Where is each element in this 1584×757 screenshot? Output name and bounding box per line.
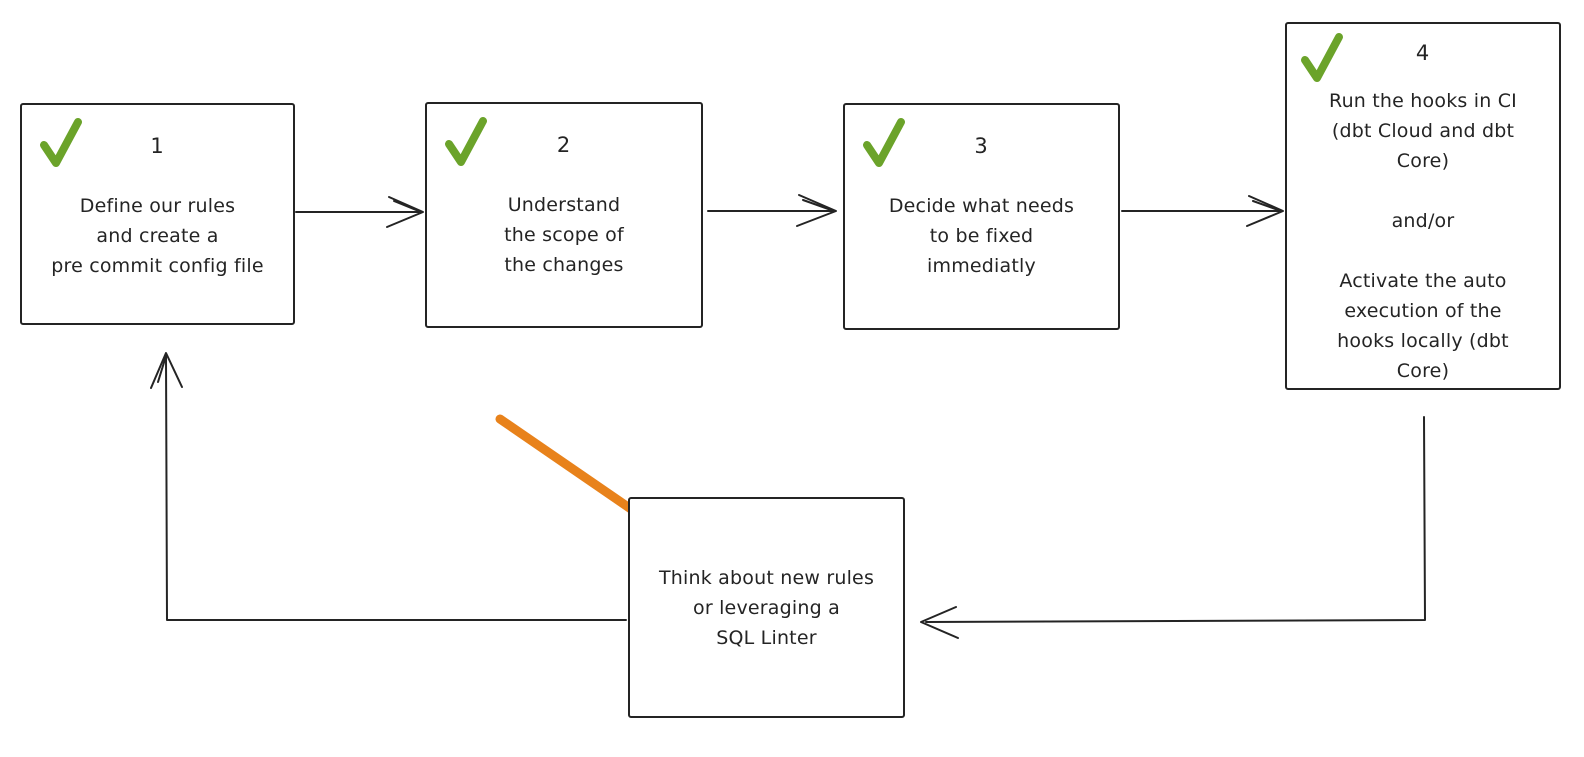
flow-step-review: Think about new rules or leveraging a SQ… — [628, 497, 905, 718]
arrow-step1-to-step2 — [295, 196, 424, 228]
flow-step-3: 3 Decide what needs to be fixed immediat… — [843, 103, 1120, 330]
check-icon — [40, 118, 82, 167]
step-number: 1 — [150, 134, 165, 158]
step-number: 3 — [974, 134, 989, 158]
arrow-step3-to-step4 — [1121, 195, 1284, 227]
flow-step-1: 1 Define our rules and create a pre comm… — [20, 103, 295, 325]
step-text: Run the hooks in CI (dbt Cloud and dbt C… — [1329, 90, 1517, 382]
check-icon — [863, 118, 905, 167]
step-text: Think about new rules or leveraging a SQ… — [658, 566, 875, 649]
arrow-review-to-step1 — [150, 352, 627, 621]
check-icon — [1301, 33, 1343, 82]
step-text: Understand the scope of the changes — [504, 194, 624, 276]
step-number: 4 — [1415, 41, 1431, 65]
arrow-step2-to-step3 — [707, 194, 837, 227]
step-number: 2 — [556, 133, 572, 157]
step-text: Define our rules and create a pre commit… — [51, 195, 264, 277]
check-icon — [445, 117, 487, 166]
arrow-step4-to-review — [920, 416, 1426, 639]
flow-step-2: 2 Understand the scope of the changes — [425, 102, 703, 328]
step-text: Decide what needs to be fixed immediatly — [888, 195, 1075, 277]
flow-step-4: 4 Run the hooks in CI (dbt Cloud and dbt… — [1285, 22, 1561, 390]
